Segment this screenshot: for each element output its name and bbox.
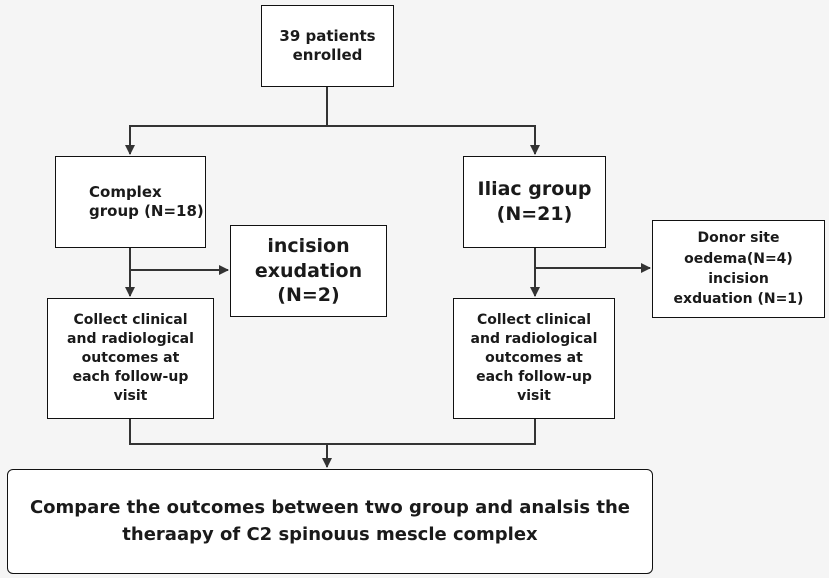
node-iliac-collect-outcomes: Collect clinical and radiological outcom… [453,298,615,419]
node-complex-collect-outcomes-label: Collect clinical and radiological outcom… [67,312,194,404]
edge-enrolled-split [125,87,328,155]
node-complex-group: Complex group (N=18) [55,156,206,248]
node-complex-group-label: Complex group (N=18) [89,182,204,221]
edge-collect-merge [129,419,536,445]
node-compare-outcomes: Compare the outcomes between two group a… [7,469,653,574]
node-enrolled-label: 39 patients enrolled [279,26,376,65]
node-complex-collect-outcomes: Collect clinical and radiological outcom… [47,298,214,419]
node-donor-site-complications-label: Donor site oedema(N=4) incision exduatio… [673,230,804,308]
node-iliac-collect-outcomes-label: Collect clinical and radiological outcom… [470,312,598,404]
node-iliac-group: Iliac group (N=21) [463,156,606,248]
node-iliac-group-label: Iliac group (N=21) [477,178,592,225]
node-donor-site-complications: Donor site oedema(N=4) incision exduatio… [652,220,825,318]
node-complex-exudation: incision exudation (N=2) [230,225,387,317]
node-complex-exudation-label: incision exudation (N=2) [254,234,363,307]
edge-enrolled-to-iliac [327,125,540,155]
node-enrolled: 39 patients enrolled [261,5,394,87]
node-compare-outcomes-label: Compare the outcomes between two group a… [29,497,631,545]
